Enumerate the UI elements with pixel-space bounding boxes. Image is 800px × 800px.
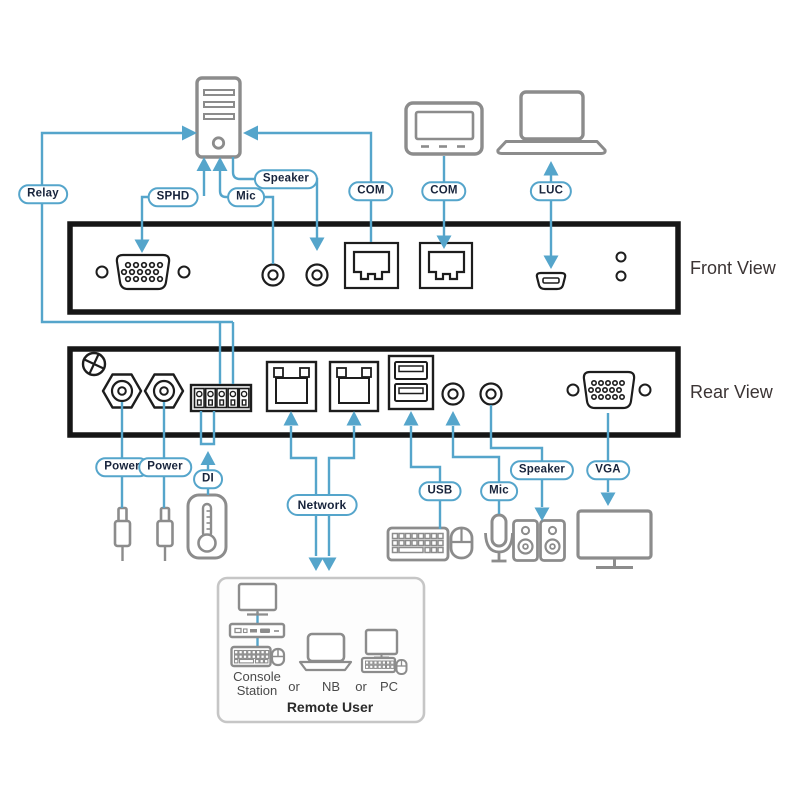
keyboard-icon [386, 526, 450, 562]
front-speaker-jack [305, 263, 329, 287]
power-jack-1 [101, 373, 143, 409]
arrowheads [134, 125, 616, 571]
laptop-icon [496, 90, 607, 155]
pc-keyboard-icon [360, 656, 397, 674]
terminal-block [189, 383, 253, 413]
console-station-label-line2: Station [236, 682, 278, 698]
nb-laptop-icon [298, 632, 353, 672]
pc-label: PC [379, 678, 399, 694]
monitor-icon [576, 509, 653, 569]
front-mic-jack [261, 263, 285, 287]
front-com2-port [418, 241, 474, 290]
lan-port-2 [328, 360, 380, 413]
label-vga: VGA [586, 460, 630, 480]
connection-lines [40, 131, 610, 556]
rear-view-title: Rear View [690, 382, 773, 402]
tower-pc-icon [195, 76, 242, 159]
label-usb: USB [418, 481, 462, 501]
console-station-label-line1: Console [233, 668, 281, 684]
front-led-indicators [615, 251, 627, 282]
label-speaker-front: Speaker [253, 169, 319, 189]
front-vga-port [95, 253, 191, 291]
label-speaker-rear: Speaker [509, 460, 575, 480]
rear-speaker-jack [479, 382, 503, 406]
label-relay: Relay [18, 184, 68, 204]
console-mouse-icon [270, 647, 286, 667]
label-com1: COM [348, 181, 394, 201]
speaker-box-icon-2 [539, 519, 566, 562]
ground-screw [81, 351, 107, 377]
touch-panel-icon [404, 101, 484, 156]
label-com2: COM [421, 181, 467, 201]
label-power2: Power [138, 457, 192, 477]
label-mic-front: Mic [227, 187, 265, 207]
speaker-box-icon-1 [512, 519, 539, 562]
mini-usb-port [535, 271, 567, 291]
label-di: DI [193, 469, 223, 489]
or-label-1: or [288, 678, 300, 694]
front-view-title: Front View [690, 258, 776, 278]
power-plug-icon-1 [113, 506, 132, 561]
console-monitor-icon [237, 582, 278, 616]
console-keyboard-icon [230, 645, 272, 668]
rear-mic-jack [441, 382, 465, 406]
label-sphd: SPHD [147, 187, 199, 207]
nb-label: NB [321, 678, 341, 694]
microphone-icon [484, 513, 514, 563]
power-plug-icon-2 [156, 506, 174, 561]
pc-mouse-icon [395, 659, 408, 675]
pc-monitor-icon [364, 628, 399, 659]
power-jack-2 [143, 373, 185, 409]
thermometer-icon [186, 493, 228, 560]
lan-port-1 [265, 360, 318, 413]
remote-user-title: Remote User [286, 699, 374, 715]
label-luc: LUC [529, 181, 573, 201]
rear-vga-port [566, 370, 652, 410]
label-network: Network [286, 494, 358, 516]
mouse-icon [449, 526, 474, 560]
rear-usb-ports [387, 354, 435, 411]
console-station-icon [228, 622, 286, 639]
label-mic-rear: Mic [480, 481, 518, 501]
front-com1-port [343, 241, 400, 290]
or-label-2: or [355, 678, 367, 694]
